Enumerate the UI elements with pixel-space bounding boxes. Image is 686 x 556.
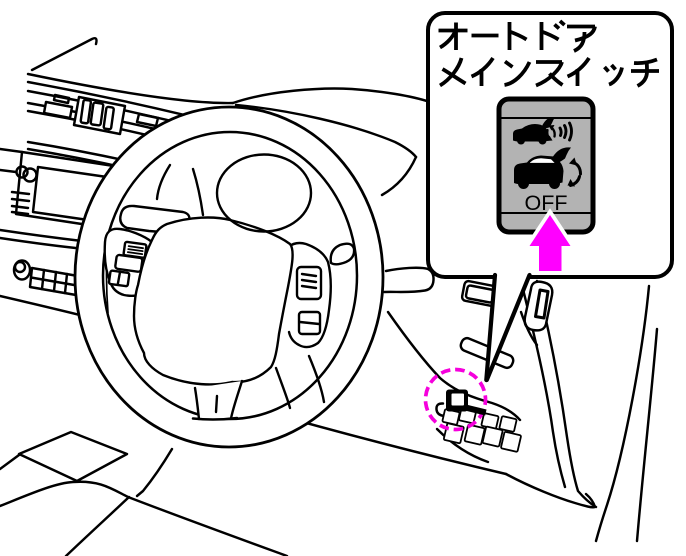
svg-text:OFF: OFF [525,191,568,215]
